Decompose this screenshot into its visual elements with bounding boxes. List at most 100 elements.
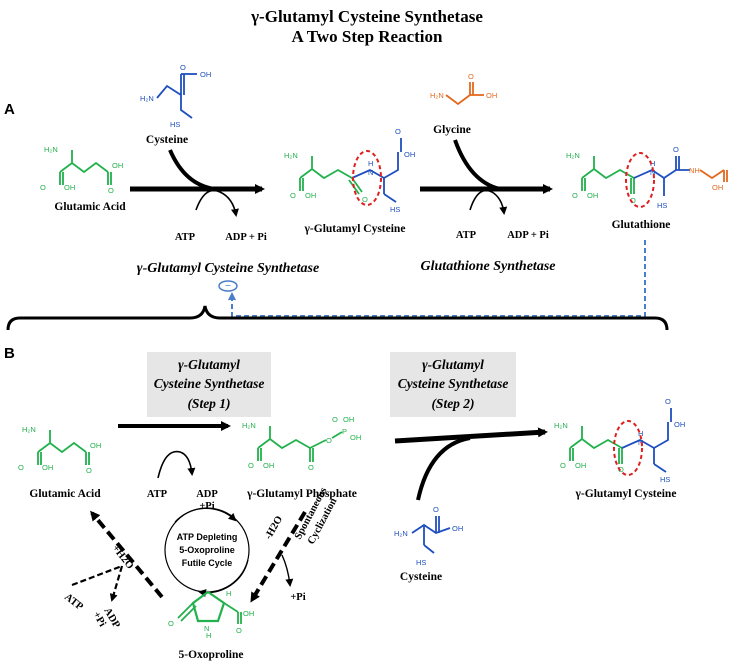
glycine-label-a: Glycine bbox=[433, 124, 471, 136]
glycine-structure-a: H₂N O OH bbox=[430, 72, 497, 106]
panel-b-letter: B bbox=[4, 345, 15, 362]
svg-text:O: O bbox=[433, 505, 439, 514]
inhibition-marker bbox=[218, 280, 238, 292]
gamma-glutamyl-phosphate-structure: H₂N O OH O O P OH OH O bbox=[242, 415, 361, 472]
glutamic-acid-label-b: Glutamic Acid bbox=[29, 488, 101, 500]
atp-label-a2: ATP bbox=[456, 230, 477, 241]
svg-text:O: O bbox=[572, 191, 578, 200]
svg-text:OH: OH bbox=[674, 420, 685, 429]
svg-text:H: H bbox=[206, 631, 211, 640]
glutathione-label-a: Glutathione bbox=[612, 219, 671, 231]
svg-text:O: O bbox=[108, 186, 114, 195]
futile-cycle-arrow-1 bbox=[174, 507, 237, 523]
atp-left-label: ATP bbox=[62, 592, 85, 613]
svg-text:O: O bbox=[395, 127, 401, 136]
plus-pi-label: +Pi bbox=[290, 592, 305, 603]
svg-text:O: O bbox=[40, 183, 46, 192]
reaction-arrow-b2 bbox=[394, 427, 548, 444]
svg-text:H₂N: H₂N bbox=[140, 94, 154, 103]
panel-a-letter: A bbox=[4, 101, 15, 118]
svg-text:OH: OH bbox=[712, 183, 723, 192]
svg-text:OH: OH bbox=[64, 183, 75, 192]
svg-text:O: O bbox=[630, 196, 636, 205]
svg-text:OH: OH bbox=[200, 70, 211, 79]
atp-label-a1: ATP bbox=[175, 232, 196, 243]
svg-text:H₂N: H₂N bbox=[284, 151, 298, 160]
oxoproline-structure: O N H H OH O bbox=[168, 589, 254, 640]
svg-text:H₂N: H₂N bbox=[394, 529, 408, 538]
svg-text:O: O bbox=[86, 466, 92, 475]
svg-text:O: O bbox=[468, 72, 474, 81]
svg-text:O: O bbox=[248, 461, 254, 470]
glutamic-acid-label-a: Glutamic Acid bbox=[54, 201, 126, 213]
svg-text:NH: NH bbox=[689, 166, 700, 175]
atp-curve-b1 bbox=[157, 450, 196, 479]
adp-pi-label-a2: ADP + Pi bbox=[507, 230, 549, 241]
svg-text:H₂N: H₂N bbox=[566, 151, 580, 160]
svg-text:OH: OH bbox=[305, 191, 316, 200]
svg-text:O: O bbox=[18, 463, 24, 472]
svg-text:H₂N: H₂N bbox=[242, 421, 256, 430]
svg-text:OH: OH bbox=[404, 150, 415, 159]
step2-enzyme-line3: (Step 2) bbox=[431, 396, 474, 411]
svg-text:H₂N: H₂N bbox=[44, 145, 58, 154]
enzyme-gs-label-a: Glutathione Synthetase bbox=[421, 259, 556, 274]
step1-enzyme-line2: Cysteine Synthetase bbox=[154, 376, 265, 391]
feedback-inhibition-line bbox=[228, 240, 646, 317]
svg-text:HS: HS bbox=[416, 558, 426, 567]
svg-text:OH: OH bbox=[587, 191, 598, 200]
cysteine-structure-b: H₂N O OH HS bbox=[394, 505, 463, 567]
svg-text:OH: OH bbox=[112, 161, 123, 170]
cysteine-label-a: Cysteine bbox=[146, 134, 188, 146]
atp-curve-a2 bbox=[469, 189, 508, 215]
atp-input-line bbox=[71, 564, 123, 587]
svg-text:HS: HS bbox=[390, 205, 400, 214]
svg-text:OH: OH bbox=[575, 461, 586, 470]
peptide-bond-highlight-b bbox=[613, 420, 643, 476]
atp-curve-a1 bbox=[195, 189, 239, 217]
svg-text:O: O bbox=[326, 436, 332, 445]
svg-text:OH: OH bbox=[42, 463, 53, 472]
svg-text:H₂N: H₂N bbox=[430, 91, 444, 100]
oxoproline-label: 5-Oxoproline bbox=[179, 649, 244, 661]
atp-label-b1: ATP bbox=[147, 489, 168, 500]
svg-text:N: N bbox=[638, 438, 643, 447]
glutamic-acid-structure-b: H₂N O OH OH O bbox=[18, 425, 101, 475]
svg-text:OH: OH bbox=[350, 433, 361, 442]
svg-text:O: O bbox=[362, 195, 368, 204]
inhibition-minus: − bbox=[225, 281, 231, 292]
cysteine-label-b: Cysteine bbox=[400, 571, 442, 583]
svg-text:OH: OH bbox=[343, 415, 354, 424]
peptide-bond-highlight-a2 bbox=[625, 152, 655, 208]
svg-text:O: O bbox=[673, 145, 679, 154]
gamma-glutamyl-cysteine-structure-a: H₂N O OH O H N O OH HS bbox=[284, 127, 415, 214]
svg-text:OH: OH bbox=[243, 609, 254, 618]
svg-text:O: O bbox=[180, 63, 186, 72]
pi-release-arrow bbox=[281, 554, 294, 587]
cyclization-arrow bbox=[250, 510, 307, 603]
svg-text:O: O bbox=[560, 461, 566, 470]
step2-enzyme-line2: Cysteine Synthetase bbox=[398, 376, 509, 391]
glycine-incoming-curve-a bbox=[453, 139, 501, 191]
svg-text:H: H bbox=[638, 429, 643, 438]
svg-text:H₂N: H₂N bbox=[22, 425, 36, 434]
glutamic-acid-structure-a: H₂N O OH OH O bbox=[40, 145, 123, 195]
svg-text:H₂N: H₂N bbox=[554, 421, 568, 430]
pi-label-b1: +Pi bbox=[199, 501, 214, 512]
svg-text:HS: HS bbox=[657, 201, 667, 210]
svg-text:N: N bbox=[204, 624, 209, 633]
figure-title-line2: A Two Step Reaction bbox=[292, 27, 444, 46]
gamma-glutamyl-cysteine-label-a: γ-Glutamyl Cysteine bbox=[304, 223, 406, 235]
adp-pi-label-a1: ADP + Pi bbox=[225, 232, 267, 243]
svg-text:OH: OH bbox=[263, 461, 274, 470]
figure-title-line1: γ-Glutamyl Cysteine Synthetase bbox=[250, 7, 483, 26]
svg-text:HS: HS bbox=[170, 120, 180, 129]
svg-text:H: H bbox=[226, 589, 231, 598]
svg-text:N: N bbox=[368, 168, 373, 177]
svg-text:O: O bbox=[290, 191, 296, 200]
adp-output-line bbox=[109, 565, 124, 602]
svg-text:O: O bbox=[332, 415, 338, 424]
svg-text:O: O bbox=[618, 465, 624, 474]
svg-text:O: O bbox=[665, 397, 671, 406]
